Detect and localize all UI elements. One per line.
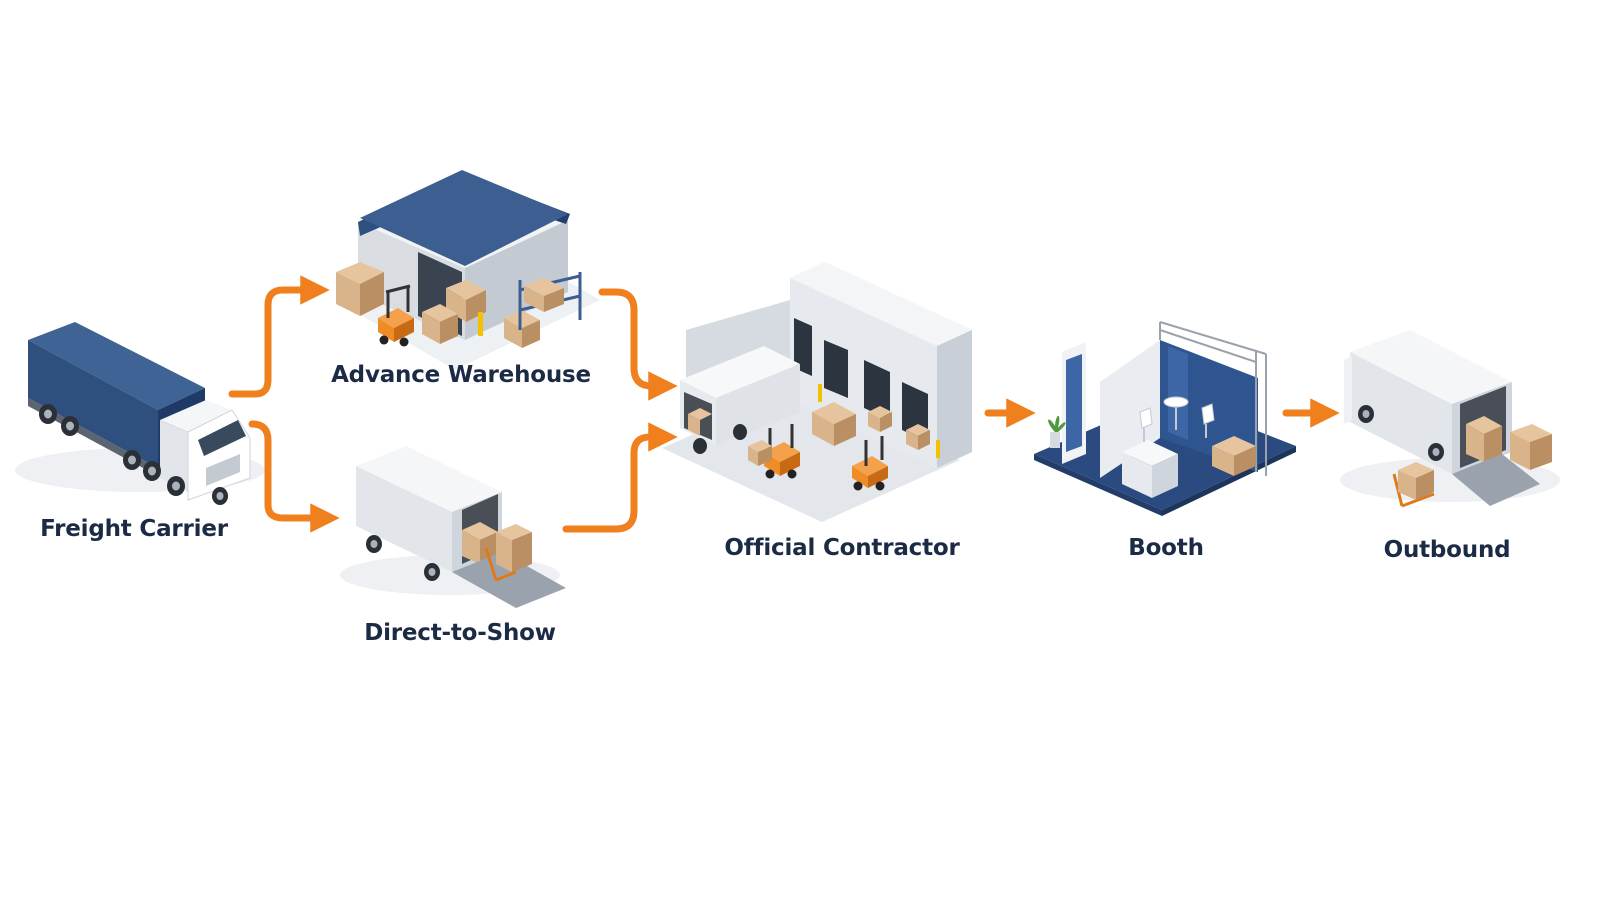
semi-truck-icon [15,322,265,505]
warehouse-icon [335,170,600,370]
arrow-carrier-to-direct [248,420,340,533]
arrow-carrier-to-warehouse [228,275,330,398]
forklift-icon [748,424,800,479]
cargo-boxes [336,262,540,348]
label-direct-to-show: Direct-to-Show [364,620,556,646]
outbound-truck-icon [1340,330,1560,508]
label-official-contractor: Official Contractor [724,535,960,561]
forklift-icon [852,436,888,491]
plant-icon [1048,415,1066,448]
box-truck-icon [340,446,566,608]
label-freight-carrier: Freight Carrier [40,516,228,542]
label-advance-warehouse: Advance Warehouse [331,362,591,388]
label-outbound: Outbound [1383,537,1511,563]
arrow-warehouse-to-contractor [598,288,678,401]
label-booth: Booth [1128,535,1204,561]
forklift-icon [378,284,414,347]
exhibit-booth-icon [1034,321,1296,516]
arrow-direct-to-contractor [562,422,678,533]
loading-dock-icon [662,262,972,522]
